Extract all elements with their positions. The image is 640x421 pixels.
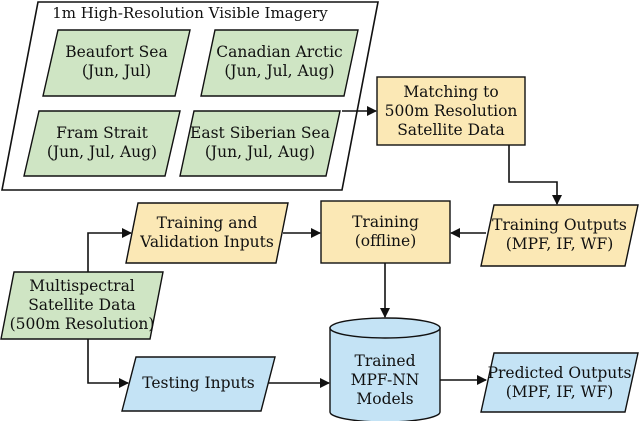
training-inputs-label: Training and Validation Inputs — [140, 214, 274, 251]
models-cylinder — [329, 317, 441, 421]
region-name: Fram Strait — [56, 124, 148, 142]
region-name: Canadian Arctic — [216, 43, 343, 61]
testing-inputs-label: Testing Inputs — [142, 374, 255, 392]
region-months: (Jun, Jul, Aug) — [204, 143, 316, 161]
training-outputs-box — [480, 204, 639, 267]
training-label: Training (offline) — [352, 213, 419, 250]
multispectral-box — [0, 271, 164, 340]
region-name: Beaufort Sea — [65, 43, 168, 61]
region-months: (Jun, Jul, Aug) — [224, 62, 335, 80]
region-label-beaufort-sea: Beaufort Sea (Jun, Jul) — [43, 43, 190, 81]
matching-label: Matching to 500m Resolution Satellite Da… — [384, 83, 518, 139]
predicted-outputs-label: Predicted Outputs (MPF, IF, WF) — [487, 364, 632, 401]
region-name: East Siberian Sea — [190, 124, 330, 142]
region-label-east-siberian-sea: East Siberian Sea (Jun, Jul, Aug) — [180, 124, 340, 162]
region-label-canadian-arctic: Canadian Arctic (Jun, Jul, Aug) — [201, 43, 358, 81]
models-label: Trained MPF-NN Models — [350, 352, 420, 408]
region-box-canadian-arctic — [200, 29, 359, 97]
region-months: (Jun, Jul, Aug) — [46, 143, 158, 161]
region-box-fram-strait — [23, 110, 181, 177]
testing-inputs-box — [121, 356, 276, 412]
imagery-title: 1m High-Resolution Visible Imagery — [52, 4, 328, 22]
training-inputs-box — [125, 202, 289, 264]
multispectral-label: Multispectral Satellite Data (500m Resol… — [9, 277, 155, 333]
region-label-fram-strait: Fram Strait (Jun, Jul, Aug) — [24, 124, 180, 162]
predicted-outputs-box — [480, 352, 639, 413]
region-months: (Jun, Jul) — [81, 62, 152, 80]
matching-box — [376, 76, 526, 146]
training-outputs-label: Training Outputs (MPF, IF, WF) — [492, 216, 627, 253]
region-box-beaufort-sea — [42, 29, 191, 97]
arrow-multispectral-to-testing-inputs — [87, 339, 129, 388]
region-box-east-siberian-sea — [179, 110, 341, 177]
arrow-multispectral-to-training-inputs — [87, 228, 132, 272]
arrow-matching-to-outputs — [508, 145, 562, 205]
